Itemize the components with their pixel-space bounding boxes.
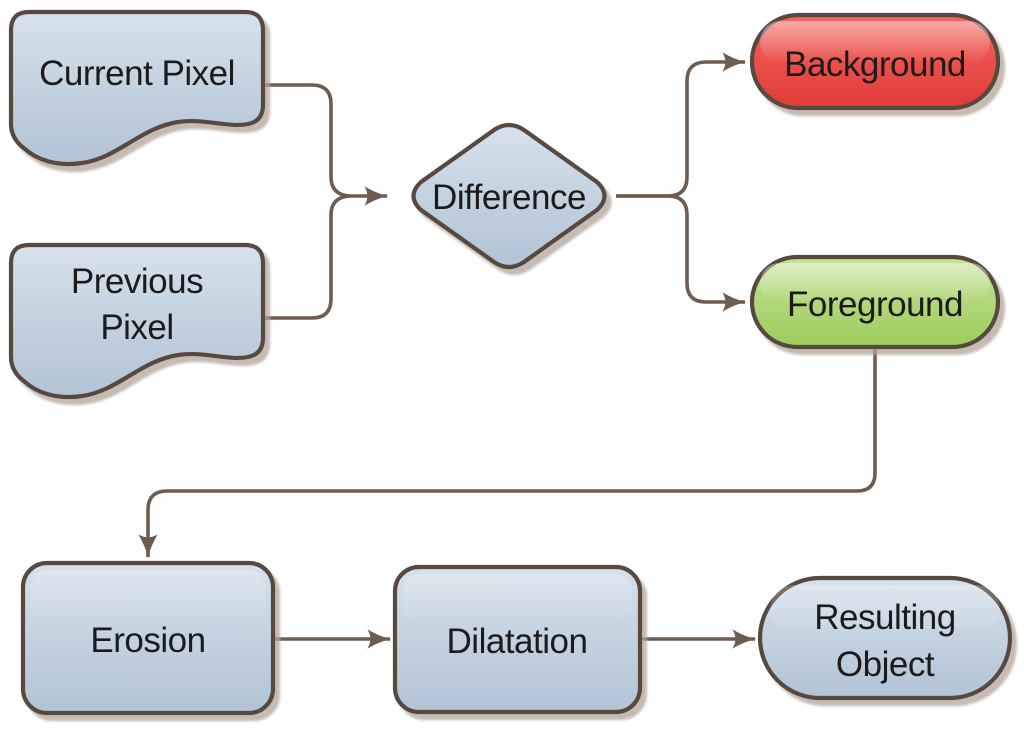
node-current-pixel: Current Pixel	[8, 9, 266, 167]
previous-pixel-label-line1: Previous	[71, 262, 203, 301]
erosion-label: Erosion	[90, 621, 205, 660]
resulting-object-label-line2: Object	[836, 645, 935, 684]
node-previous-pixel: Previous Pixel	[8, 242, 266, 400]
connector-difference-to-foreground	[616, 194, 747, 312]
node-background: Background	[749, 12, 1001, 111]
connector-current-pixel-to-difference	[263, 83, 389, 206]
node-erosion: Erosion	[20, 560, 276, 716]
connector-previous-pixel-to-difference	[263, 194, 351, 320]
foreground-label: Foreground	[787, 285, 963, 324]
resulting-object-label-line1: Resulting	[814, 598, 955, 637]
node-dilatation: Dilatation	[392, 564, 643, 715]
difference-shape	[411, 122, 607, 270]
connector-foreground-to-erosion	[138, 347, 877, 559]
dilatation-label: Dilatation	[447, 622, 588, 661]
current-pixel-shape	[8, 9, 266, 167]
node-foreground: Foreground	[749, 254, 1001, 350]
current-pixel-label: Current Pixel	[39, 54, 235, 93]
node-difference: Difference	[411, 122, 607, 270]
node-resulting-object: Resulting Object	[757, 575, 1013, 701]
previous-pixel-label-line2: Pixel	[100, 308, 173, 347]
connector-difference-to-background	[616, 52, 747, 198]
background-label: Background	[784, 45, 966, 84]
difference-label: Difference	[432, 178, 586, 217]
previous-pixel-shape	[8, 242, 266, 400]
